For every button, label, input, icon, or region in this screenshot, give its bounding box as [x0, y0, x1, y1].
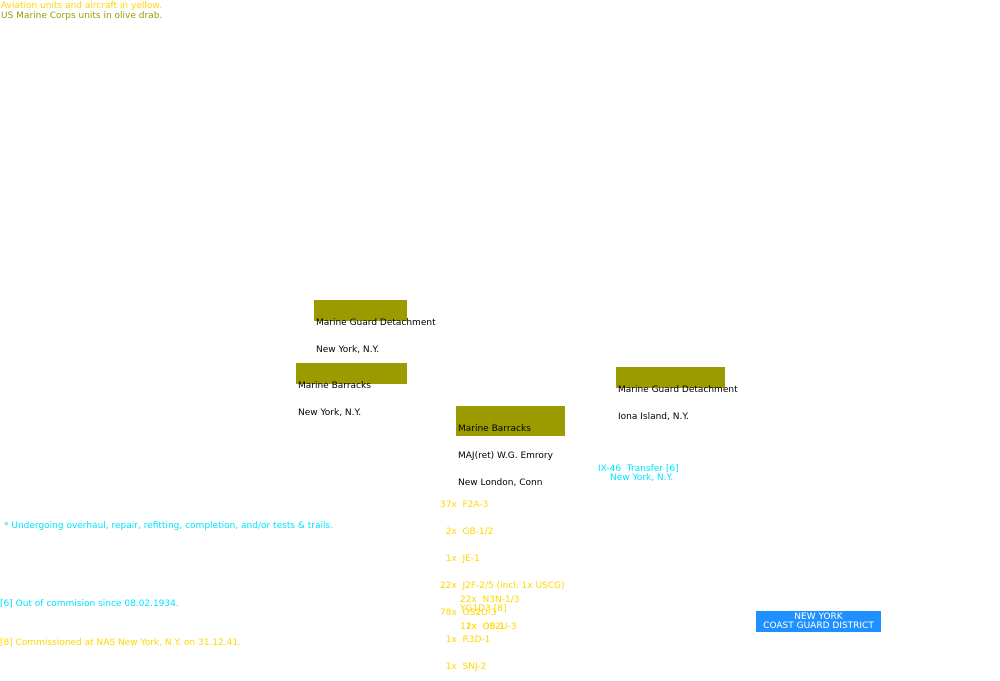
ship-transfer-name: IX-46 Transfer [6]	[598, 464, 679, 474]
unit-commander: MAJ(ret) W.G. Emrory	[458, 451, 553, 461]
unit-location: New York, N.Y.	[316, 345, 380, 355]
unit-marine-guard-detachment-iona-island[interactable]: Marine Guard Detachment Iona Island, N.Y…	[616, 367, 738, 422]
unit-name: Marine Guard Detachment	[618, 385, 738, 395]
unit-name: Marine Guard Detachment	[316, 318, 436, 328]
district-type: COAST GUARD DISTRICT	[763, 621, 874, 631]
aircraft-list: 37x F2A-3 2x GB-1/2 1x JE-1 22x J2F-2/5 …	[440, 483, 565, 681]
aircraft-item: 1x SNJ-2	[440, 662, 487, 672]
aircraft-item: 2x GB-1/2	[440, 527, 494, 537]
ship-transfer-location: New York, N.Y.	[610, 473, 674, 483]
unit-name: Marine Barracks	[298, 381, 371, 391]
unit-marine-guard-detachment-new-york[interactable]: Marine Guard Detachment New York, N.Y.	[314, 300, 436, 355]
aircraft-item: 1x R3D-1	[440, 635, 491, 645]
aircraft-item: 22x N3N-1/3	[460, 595, 520, 605]
unit-location: New London, Conn	[458, 478, 543, 488]
district-name: NEW YORK	[794, 612, 843, 622]
aircraft-item: 78x OS2U-3	[440, 608, 497, 618]
legend-usmc: US Marine Corps units in olive drab.	[1, 11, 163, 21]
aircraft-item: 37x F2A-3	[440, 500, 489, 510]
unit-marine-barracks-new-york[interactable]: Marine Barracks New York, N.Y.	[296, 363, 407, 418]
unit-location: New York, N.Y.	[298, 408, 362, 418]
footnote-6: [6] Out of commision since 08.02.1934.	[0, 599, 179, 609]
legend-aviation: Aviation units and aircraft in yellow.	[1, 1, 162, 11]
aircraft-item: 1x JE-1	[440, 554, 480, 564]
footnote-star: * Undergoing overhaul, repair, refitting…	[4, 521, 334, 531]
unit-name: Marine Barracks	[458, 424, 531, 434]
coast-guard-district-box[interactable]: NEW YORK COAST GUARD DISTRICT	[756, 611, 881, 632]
footnote-8: [8] Commissioned at NAS New York, N.Y. o…	[0, 638, 241, 648]
aircraft-item: 22x J2F-2/5 (incl. 1x USCG)	[440, 581, 565, 591]
aircraft-item: YG1D3 [8]	[460, 604, 507, 614]
unit-marine-barracks-new-london[interactable]: Marine Barracks MAJ(ret) W.G. Emrory New…	[456, 406, 565, 488]
aircraft-item: 12x OS2U-3	[460, 622, 517, 632]
aircraft-list: 22x N3N-1/3 1x GB-1	[460, 578, 519, 641]
aircraft-item: 1x GB-1	[460, 622, 505, 632]
unit-location: Iona Island, N.Y.	[618, 412, 689, 422]
